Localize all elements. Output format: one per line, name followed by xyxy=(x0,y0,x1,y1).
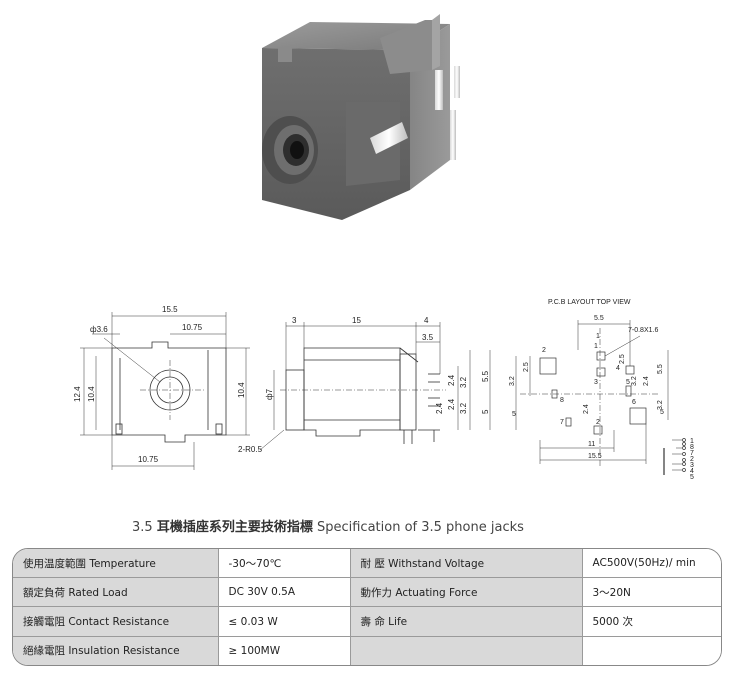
pin-label-4: 4 xyxy=(616,365,620,372)
spec-title-en: Specification of 3.5 phone jacks xyxy=(316,520,524,535)
dim-hole-offset: 10.75 xyxy=(182,323,203,332)
pin-label-2: 2 xyxy=(596,419,600,426)
dim-front: 3 xyxy=(292,316,297,325)
table-row: 接觸電阻 Contact Resistance ≤ 0.03 W 壽 命 Lif… xyxy=(13,606,721,637)
spec-label: 使用温度範圍 Temperature xyxy=(13,549,219,579)
dim-width: 15.5 xyxy=(162,305,178,314)
pin-label-7: 7 xyxy=(560,419,564,426)
pin-label-6: 6 xyxy=(632,399,636,406)
pcb-dim-one: 1 xyxy=(596,333,600,340)
spec-value: DC 30V 0.5A xyxy=(217,577,351,608)
sch-label-8: 8 xyxy=(690,444,694,451)
spec-heading: 3.5 耳機插座系列主要技術指標 Specification of 3.5 ph… xyxy=(132,516,524,535)
table-row: 額定負荷 Rated Load DC 30V 0.5A 動作力 Actuatin… xyxy=(13,577,721,608)
dim-pin-a: 4 xyxy=(424,316,429,325)
pcb-dim-155: 15.5 xyxy=(588,453,602,460)
sch-label-3: 3 xyxy=(690,462,694,469)
pcb-layout xyxy=(515,320,686,475)
pcb-dim-55: 5.5 xyxy=(657,364,664,374)
front-view xyxy=(80,312,250,470)
dim-v2: 3.2 xyxy=(459,376,468,388)
spec-value: ≤ 0.03 W xyxy=(217,606,351,637)
dim-hole: ф3.6 xyxy=(90,325,108,334)
pin-label-3: 3 xyxy=(594,379,598,386)
pcb-dim-5r: 5 xyxy=(660,409,664,416)
front-view-labels: 15.5 ф3.6 10.75 12.4 10.4 10.4 10.75 xyxy=(73,305,246,464)
pcb-dim-32b: 3.2 xyxy=(631,376,638,386)
dim-v4: 2.4 xyxy=(435,402,444,414)
spec-value: -30～70℃ xyxy=(217,549,351,579)
dim-v1: 2.4 xyxy=(447,374,456,386)
spec-label: 壽 命 Life xyxy=(349,606,583,637)
dim-pin-b: 3.5 xyxy=(422,333,434,342)
spec-label: 絕緣電阻 Insulation Resistance xyxy=(13,635,219,665)
spec-value: AC500V(50Hz)/ min xyxy=(581,549,721,579)
pin-label-1: 1 xyxy=(594,343,598,350)
spec-label: 額定負荷 Rated Load xyxy=(13,577,219,608)
table-row: 使用温度範圍 Temperature -30～70℃ 耐 壓 Withstand… xyxy=(13,549,721,579)
sch-label-2: 2 xyxy=(690,456,694,463)
dim-height-outer: 12.4 xyxy=(73,386,82,402)
sch-label-4: 4 xyxy=(690,468,694,475)
pcb-dim-2: 2 xyxy=(542,347,546,354)
dim-height-inner: 10.4 xyxy=(87,386,96,402)
spec-value: 3～20N xyxy=(581,577,721,608)
pcb-dim-24: 2.4 xyxy=(643,376,650,386)
sch-label-1: 1 xyxy=(690,438,694,445)
dim-body: 15 xyxy=(352,316,361,325)
spec-value: 5000 次 xyxy=(581,606,721,637)
spec-number: 3.5 xyxy=(132,520,153,535)
pcb-hole-spec: 7-0.8X1.6 xyxy=(628,327,658,334)
dim-bottom: 10.75 xyxy=(138,455,159,464)
spec-label: 動作力 Actuating Force xyxy=(349,577,583,608)
pcb-dim-5left: 5 xyxy=(512,411,516,418)
spec-label-empty xyxy=(349,635,583,665)
technical-drawings: 15.5 ф3.6 10.75 12.4 10.4 10.4 10.75 xyxy=(73,299,694,481)
pcb-dim-top: 5.5 xyxy=(594,315,604,322)
pcb-dim-25b: 2.5 xyxy=(619,354,626,364)
dim-radius: 2-R0.5 xyxy=(238,445,263,454)
dim-dia: ф7 xyxy=(265,388,274,400)
pcb-dim-25a: 2.5 xyxy=(523,362,530,372)
product-photo xyxy=(262,14,460,220)
spec-value: ≥ 100MW xyxy=(217,635,351,665)
pcb-title: P.C.B LAYOUT TOP VIEW xyxy=(548,299,631,306)
dim-v5: 3.2 xyxy=(459,402,468,414)
spec-value-empty xyxy=(581,635,721,665)
pcb-dim-32a: 3.2 xyxy=(509,376,516,386)
sch-label-7: 7 xyxy=(690,450,694,457)
spec-table-frame: 使用温度範圍 Temperature -30～70℃ 耐 壓 Withstand… xyxy=(12,548,722,666)
pin-label-5: 5 xyxy=(626,379,630,386)
sch-label-5: 5 xyxy=(690,474,694,481)
dim-height-right: 10.4 xyxy=(237,382,246,398)
pcb-layout-labels: P.C.B LAYOUT TOP VIEW 5.5 1 7-0.8X1.6 2 … xyxy=(509,299,694,481)
spec-table: 使用温度範圍 Temperature -30～70℃ 耐 壓 Withstand… xyxy=(13,549,721,665)
dim-r1: 5.5 xyxy=(481,370,490,382)
pin-label-8: 8 xyxy=(560,397,564,404)
dim-v3: 2.4 xyxy=(447,398,456,410)
side-view xyxy=(259,322,491,451)
spec-title-cn: 耳機插座系列主要技術指標 xyxy=(156,520,313,535)
pcb-dim-24b: 2.4 xyxy=(583,404,590,414)
spec-label: 耐 壓 Withstand Voltage xyxy=(349,549,583,579)
spec-label: 接觸電阻 Contact Resistance xyxy=(13,606,219,637)
table-row: 絕緣電阻 Insulation Resistance ≥ 100MW xyxy=(13,635,721,665)
dim-r2: 5 xyxy=(481,409,490,414)
pcb-dim-11: 11 xyxy=(588,441,595,448)
side-view-labels: 3 15 4 3.5 ф7 2-R0.5 2.4 3.2 2.4 2.4 3.2… xyxy=(238,316,490,454)
pcb-dim-32c: 3.2 xyxy=(657,400,664,410)
